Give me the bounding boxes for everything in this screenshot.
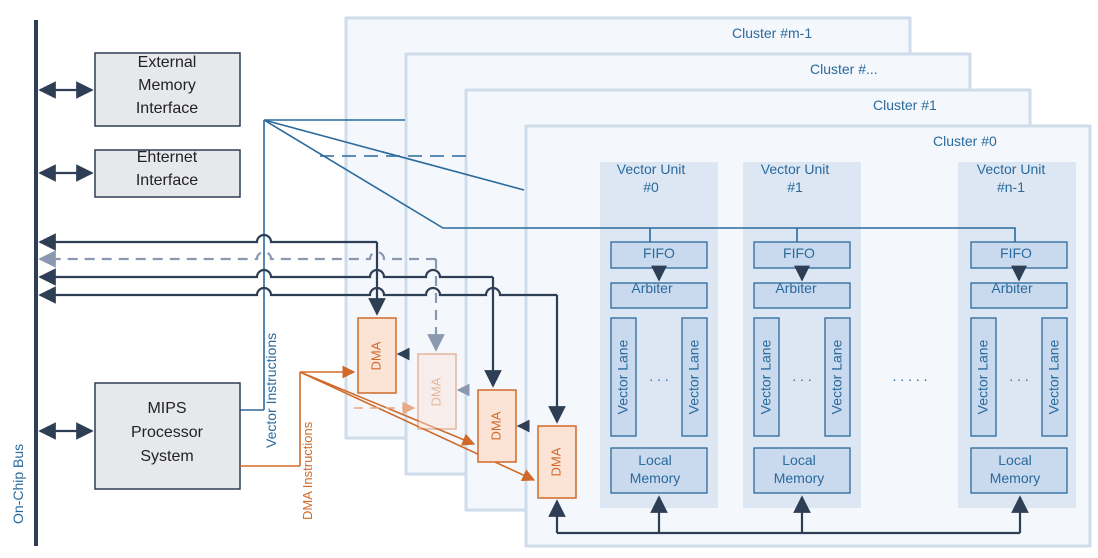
local-memory-n-1-line2: Memory bbox=[990, 470, 1041, 486]
dma-side-arrows bbox=[396, 347, 530, 433]
fifo-label-0: FIFO bbox=[643, 245, 675, 261]
lane-label-1a: Vector Lane bbox=[758, 339, 774, 414]
lane-label-n-1b: Vector Lane bbox=[1046, 339, 1062, 414]
mips-line1: MIPS bbox=[147, 400, 186, 417]
unit-n-1-internals: FIFO Arbiter Vector Lane Vector Lane . .… bbox=[970, 241, 1068, 494]
lane-label-1b: Vector Lane bbox=[829, 339, 845, 414]
local-memory-bus bbox=[548, 495, 1029, 535]
lane-label-n-1a: Vector Lane bbox=[975, 339, 991, 414]
local-memory-1-line2: Memory bbox=[774, 470, 825, 486]
vector-unit-0-title: Vector Unit bbox=[617, 161, 686, 177]
dma-label-ellipsis: DMA bbox=[428, 377, 443, 406]
arbiter-label-n-1: Arbiter bbox=[991, 280, 1033, 296]
bus-connectors bbox=[38, 81, 94, 440]
ext-mem-line3: Interface bbox=[136, 100, 198, 117]
ext-mem-line1: External bbox=[138, 54, 197, 71]
cluster-label-ellipsis: Cluster #... bbox=[810, 61, 878, 77]
vector-unit-1-title: Vector Unit bbox=[761, 161, 830, 177]
cluster-label-0: Cluster #0 bbox=[933, 133, 997, 149]
lane-dots-1: . . . bbox=[792, 368, 811, 384]
ethernet-line2: Interface bbox=[136, 172, 198, 189]
vector-unit-1-index: #1 bbox=[787, 179, 803, 195]
lane-dots-n-1: . . . bbox=[1009, 368, 1028, 384]
cluster-label-m-1: Cluster #m-1 bbox=[732, 25, 812, 41]
local-memory-n-1-line1: Local bbox=[998, 452, 1031, 468]
vector-instruction-lines bbox=[240, 119, 1016, 411]
ext-mem-line2: Memory bbox=[138, 77, 196, 94]
unit-1-internals: FIFO Arbiter Vector Lane Vector Lane . .… bbox=[753, 241, 851, 494]
vector-unit-n-1-title: Vector Unit bbox=[977, 161, 1046, 177]
arbiter-label-0: Arbiter bbox=[631, 280, 673, 296]
local-memory-1-line1: Local bbox=[782, 452, 815, 468]
fifo-label-n-1: FIFO bbox=[1000, 245, 1032, 261]
fifo-label-1: FIFO bbox=[783, 245, 815, 261]
mips-line3: System bbox=[140, 448, 193, 465]
lane-label-0a: Vector Lane bbox=[615, 339, 631, 414]
on-chip-bus: On-Chip Bus bbox=[10, 20, 38, 546]
dma-block-ellipsis: DMA bbox=[417, 353, 457, 430]
dma-label-0: DMA bbox=[548, 447, 563, 476]
bus-label: On-Chip Bus bbox=[10, 444, 26, 524]
mips-line2: Processor bbox=[131, 424, 204, 441]
unit-0-internals: FIFO Arbiter Vector Lane Vector Lane . .… bbox=[610, 241, 708, 494]
unit-internal-connectors bbox=[651, 265, 1027, 282]
dma-block-0: DMA bbox=[537, 425, 577, 499]
lane-label-0b: Vector Lane bbox=[686, 339, 702, 414]
local-memory-0-line1: Local bbox=[638, 452, 671, 468]
vector-unit-n-1-index: #n-1 bbox=[997, 179, 1025, 195]
mips-processor-system: MIPS Processor System bbox=[94, 382, 241, 490]
bus-data-lines bbox=[38, 233, 566, 424]
local-memory-0-line2: Memory bbox=[630, 470, 681, 486]
dma-label-1: DMA bbox=[488, 411, 503, 440]
ethernet-line1: Ehternet bbox=[137, 149, 198, 166]
unit-dots: . . . . . bbox=[892, 368, 927, 384]
cluster-label-1: Cluster #1 bbox=[873, 97, 937, 113]
lane-dots-0: . . . bbox=[649, 368, 668, 384]
dma-block-1: DMA bbox=[477, 389, 517, 463]
external-memory-interface: External Memory Interface bbox=[94, 52, 241, 127]
dma-block-m-1: DMA bbox=[357, 317, 397, 394]
arbiter-label-1: Arbiter bbox=[775, 280, 817, 296]
dma-label-m-1: DMA bbox=[368, 341, 383, 370]
vector-instructions-label: Vector Instructions bbox=[263, 333, 279, 448]
bus-dashed-line bbox=[38, 250, 445, 352]
vector-unit-0-index: #0 bbox=[643, 179, 659, 195]
dma-instructions-label: DMA Instructions bbox=[300, 421, 315, 520]
ethernet-interface: Ehternet Interface bbox=[94, 149, 241, 198]
